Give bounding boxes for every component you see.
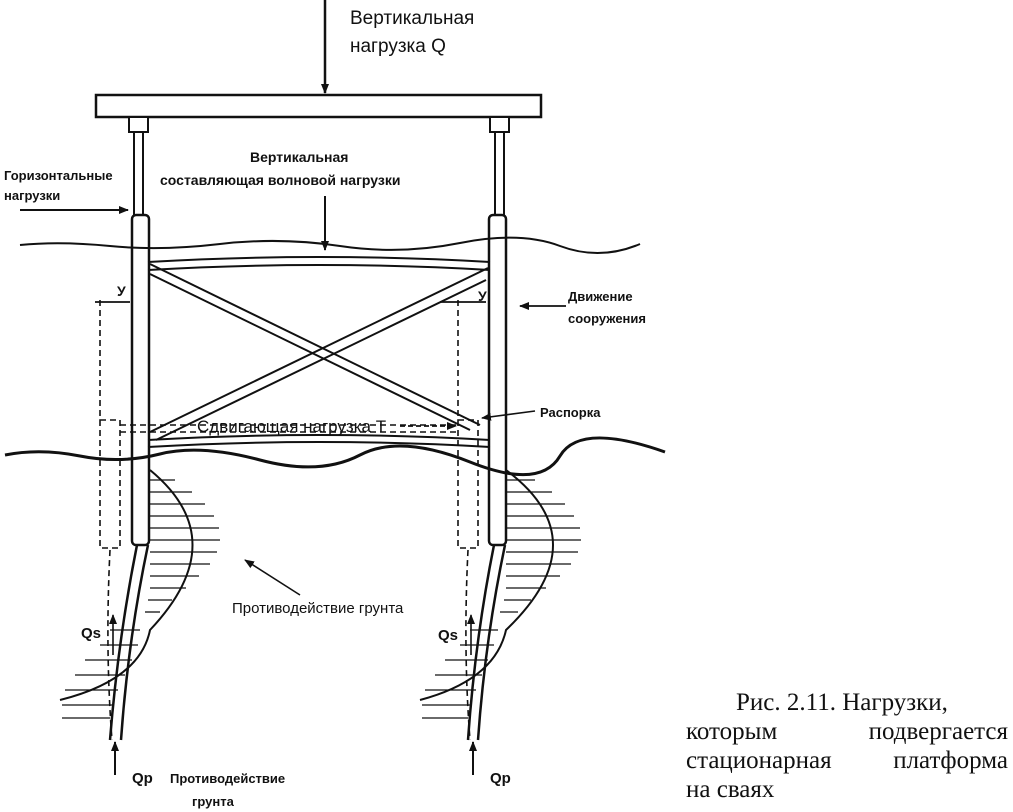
qp-right-label: Qp: [490, 770, 511, 787]
figure-caption: Рис. 2.11. Нагрузки, которым подвергаетс…: [686, 688, 1008, 804]
caption-line-3: стационарная платформа: [686, 747, 1008, 774]
seabed-line: [4, 436, 666, 477]
soil-reaction-mid-label: Противодействие грунта: [232, 600, 404, 617]
soil-reaction-bottom-label-line1: Противодействие: [170, 771, 285, 786]
displacement-markers: [95, 301, 566, 310]
structure-motion-label-line2: сооружения: [568, 311, 646, 326]
brace-label: Распорка: [540, 405, 601, 420]
wave-vertical-label-line1: Вертикальная: [250, 149, 348, 165]
caption-line-2: которым подвергается: [686, 718, 1008, 745]
upper-columns: [128, 116, 510, 215]
qp-left-label: Qp: [132, 770, 153, 787]
piles: [108, 544, 507, 741]
y-right-label: У: [478, 288, 487, 304]
soil-reaction-leader: [244, 559, 301, 596]
soil-reaction-left: [59, 469, 220, 719]
water-line: [19, 236, 641, 254]
qs-right-label: Qs: [438, 627, 458, 644]
displaced-outline: [99, 300, 479, 741]
wave-vertical-label-line2: составляющая волновой нагрузки: [160, 172, 400, 188]
braces: [147, 256, 491, 448]
structure-motion-label-line1: Движение: [568, 289, 633, 304]
vertical-load-label-line1: Вертикальная: [350, 8, 474, 29]
horizontal-loads-label-line1: Горизонтальные: [4, 168, 113, 183]
caption-line-1: Рис. 2.11. Нагрузки,: [736, 689, 948, 716]
soil-reaction-right: [419, 469, 581, 719]
y-left-label: У: [117, 283, 126, 299]
qs-left-label: Qs: [81, 625, 101, 642]
caption-line-4: на сваях: [686, 776, 775, 803]
shear-load-label: Сдвигающая нагрузка Т: [197, 417, 386, 436]
jacket-legs: [130, 213, 508, 547]
vertical-load-label-line2: нагрузка Q: [350, 36, 446, 57]
brace-leader: [481, 410, 536, 421]
deck: [94, 93, 543, 119]
horizontal-loads-label-line2: нагрузки: [4, 188, 60, 203]
soil-reaction-bottom-label-line2: грунта: [192, 794, 235, 809]
